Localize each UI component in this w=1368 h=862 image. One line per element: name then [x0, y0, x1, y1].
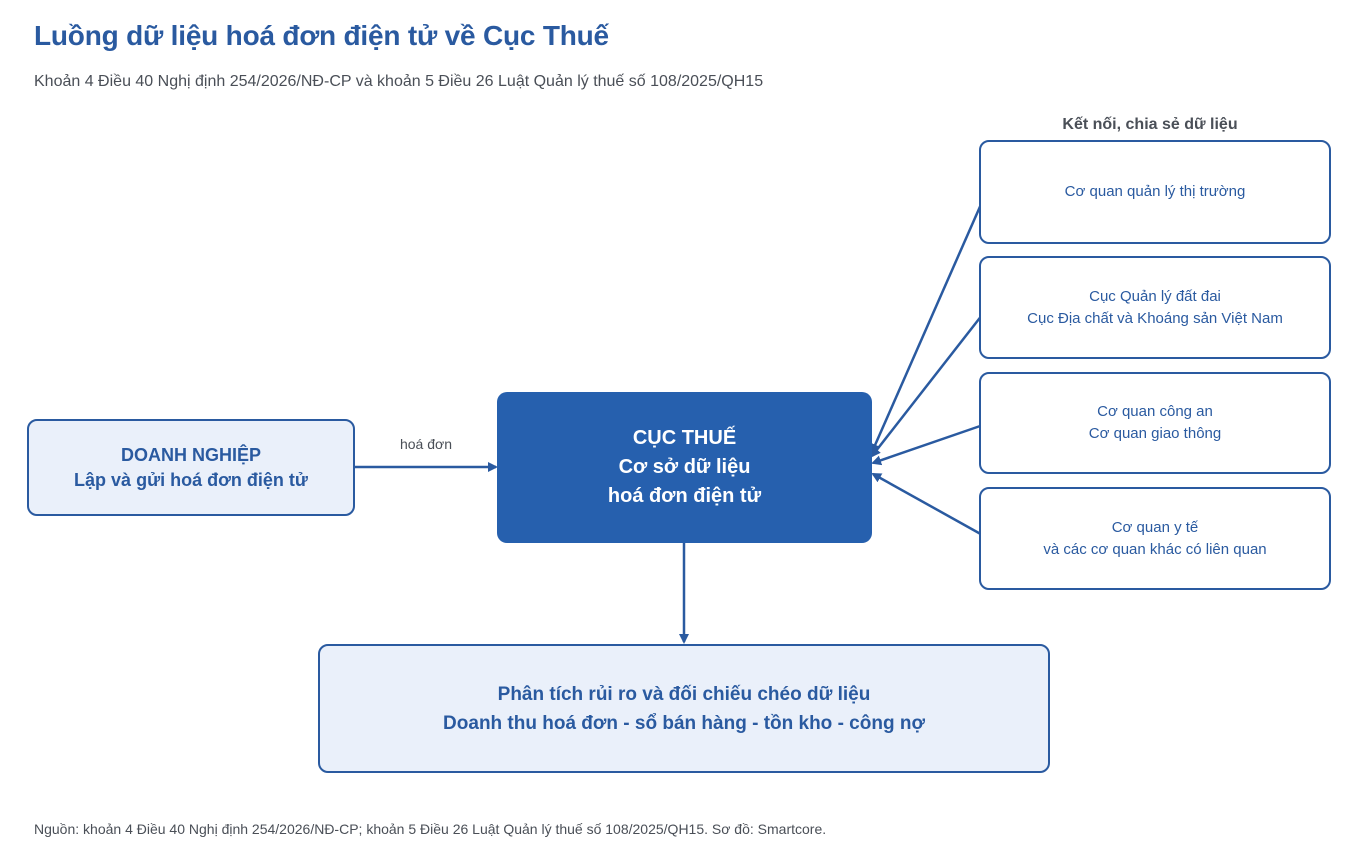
edge-share-4-to-tax	[871, 472, 987, 539]
analysis-line2: Doanh thu hoá đơn - sổ bán hàng - tồn kh…	[443, 712, 925, 734]
sharing-node-police-line2: Cơ quan giao thông	[1088, 425, 1222, 442]
page-title: Luồng dữ liệu hoá đơn điện tử về Cục Thu…	[34, 20, 609, 51]
sharing-node-land-line1: Cục Quản lý đất đai	[1089, 287, 1221, 305]
sharing-node-land-line2: Cục Địa chất và Khoáng sản Việt Nam	[1027, 309, 1283, 327]
analysis-line1: Phân tích rủi ro và đối chiếu chéo dữ li…	[497, 683, 871, 705]
analysis-node: Phân tích rủi ro và đối chiếu chéo dữ li…	[318, 644, 1050, 773]
sharing-node-police-line1: Cơ quan công an	[1097, 403, 1213, 420]
sharing-node-police: Cơ quan công an Cơ quan giao thông	[979, 372, 1331, 474]
enterprise-title: DOANH NGHIỆP	[120, 444, 261, 465]
page-subtitle: Khoản 4 Điều 40 Nghị định 254/2026/NĐ-CP…	[34, 73, 764, 90]
edge-label-invoice: hoá đơn	[399, 436, 452, 452]
enterprise-node: DOANH NGHIỆP Lập và gửi hoá đơn điện tử	[27, 419, 355, 516]
sharing-node-market: Cơ quan quản lý thị trường	[979, 140, 1331, 244]
edge-share-2-to-tax	[870, 309, 987, 458]
edge-share-3-to-tax	[871, 422, 987, 466]
tax-database-line1: Cơ sở dữ liệu	[618, 456, 751, 478]
sharing-node-health-line1: Cơ quan y tế	[1111, 518, 1199, 536]
sharing-node-health: Cơ quan y tế và các cơ quan khác có liên…	[979, 487, 1331, 590]
sharing-node-health-line2: và các cơ quan khác có liên quan	[1043, 540, 1267, 558]
source-footnote: Nguồn: khoản 4 Điều 40 Nghị định 254/202…	[34, 821, 827, 837]
enterprise-description: Lập và gửi hoá đơn điện tử	[74, 469, 308, 490]
sharing-node-market-line1: Cơ quan quản lý thị trường	[1064, 183, 1246, 200]
sharing-heading: Kết nối, chia sẻ dữ liệu	[1062, 116, 1238, 133]
tax-title: CỤC THUẾ	[632, 427, 737, 449]
tax-database-line2: hoá đơn điện tử	[607, 485, 762, 507]
edge-share-1-to-tax	[870, 192, 988, 454]
sharing-node-land: Cục Quản lý đất đai Cục Địa chất và Khoá…	[979, 256, 1331, 359]
tax-department-node: CỤC THUẾ Cơ sở dữ liệu hoá đơn điện tử	[497, 392, 872, 543]
